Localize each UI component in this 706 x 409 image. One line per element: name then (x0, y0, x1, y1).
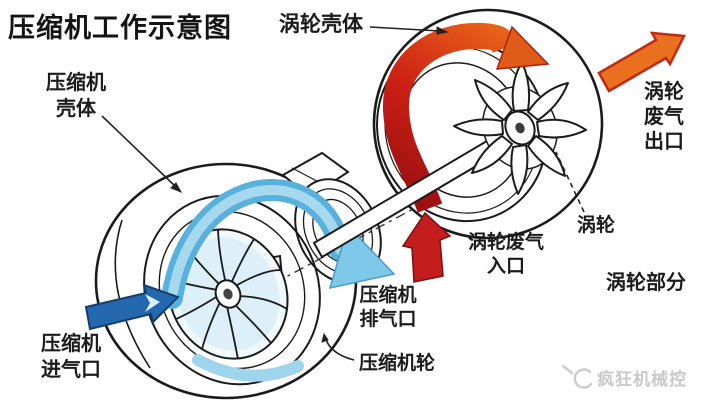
exhaust-swirl-arrowhead (495, 25, 550, 70)
intake-arrow-chevron (145, 294, 160, 312)
turbine-inlet-arrow (401, 211, 452, 283)
compressor-wheel (143, 194, 321, 386)
turbine-wheel (453, 61, 587, 195)
watermark-text: 疯狂机械控 (597, 370, 687, 390)
label-compressor-exhaust-outlet: 压缩机 排气口 (359, 284, 417, 331)
compressor-housing-leader-arrowhead (170, 182, 183, 193)
label-compressor-intake: 压缩机 进气口 (41, 331, 101, 381)
label-turbine: 涡轮 (577, 214, 616, 236)
compressor-wheel-leader-arrowhead (321, 332, 329, 343)
air-swirl-bottom (192, 354, 304, 382)
compressor-intake-arrow (84, 283, 180, 331)
label-turbine-housing: 涡轮壳体 (279, 12, 363, 36)
label-compressor-housing: 压缩机 壳体 (46, 70, 106, 120)
exhaust-swirl (382, 22, 518, 213)
turbine-leader (555, 151, 585, 213)
compressor-wheel-blades (168, 229, 288, 360)
label-compressor-wheel: 压缩机轮 (359, 352, 436, 374)
label-turbine-exhaust-outlet: 涡轮 废气 出口 (644, 79, 684, 153)
turbine-housing-leader (369, 26, 441, 32)
page-title: 压缩机工作示意图 (8, 13, 232, 44)
intake-air-flow (84, 179, 396, 382)
label-leaders (101, 26, 585, 361)
compressor-housing-leader (101, 115, 177, 188)
turbine-housing-leader-arrowhead (436, 26, 449, 35)
label-turbine-exhaust-inlet: 涡轮废气 入口 (467, 231, 544, 278)
label-turbine-section: 涡轮部分 (606, 270, 686, 294)
watermark-logo-icon (561, 364, 593, 389)
turbine-outlet-arrow (597, 31, 686, 93)
